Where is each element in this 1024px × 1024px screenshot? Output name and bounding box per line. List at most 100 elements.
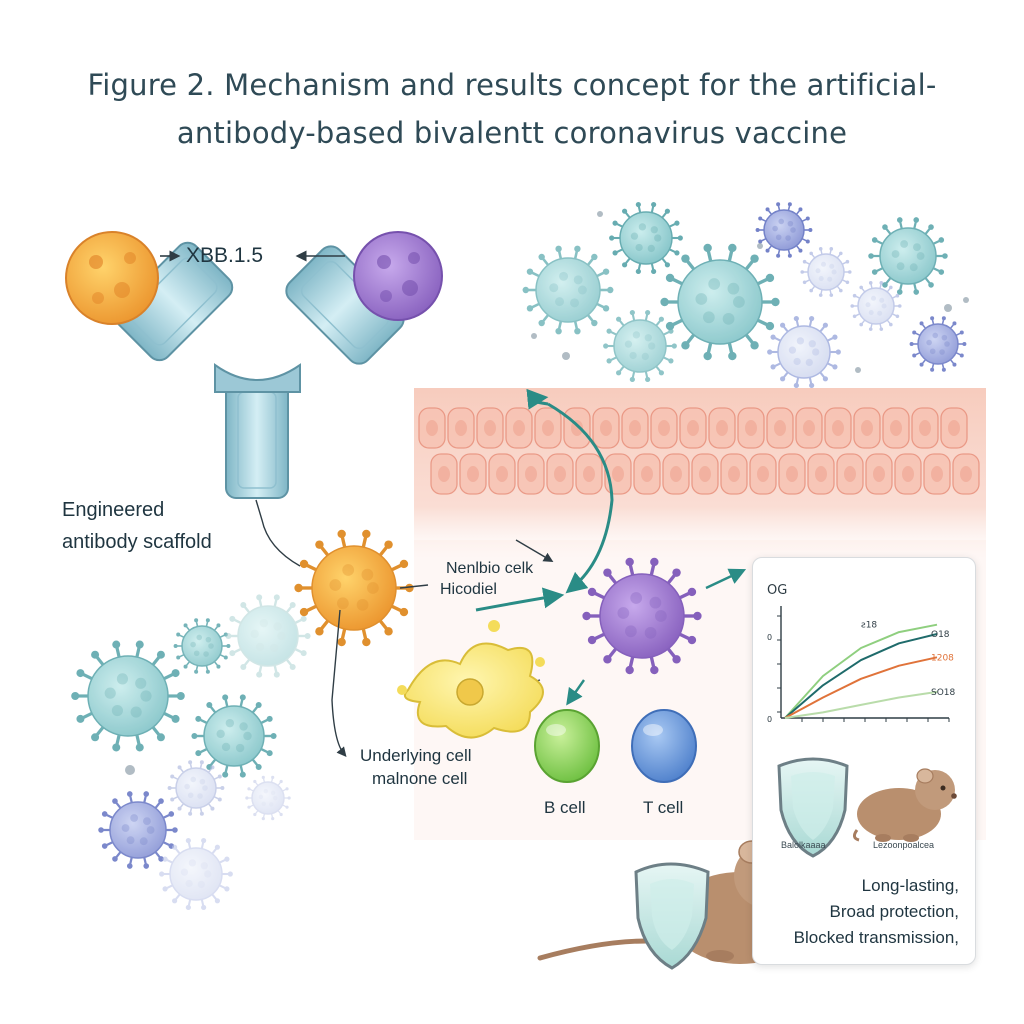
cell-nucleus	[757, 466, 769, 482]
series-label-3: SO18	[931, 688, 956, 698]
virus-particle	[609, 201, 683, 275]
cell-nucleus	[670, 466, 682, 482]
figure-title-line-2: antibody-based bivalentt coronavirus vac…	[176, 116, 848, 150]
cell-nucleus	[699, 466, 711, 482]
small-shield-icon	[777, 757, 849, 858]
underlying-cell-label-line-2: malnone cell	[372, 769, 468, 788]
virus-particle	[159, 837, 233, 911]
signaling-arrows	[475, 388, 747, 706]
cell-nucleus	[496, 466, 508, 482]
variant-label: XBB.1.5	[186, 244, 264, 267]
cell-nucleus	[728, 466, 740, 482]
epithelium-layer	[414, 388, 986, 558]
particle-speck	[963, 297, 969, 303]
particle-speck	[757, 243, 763, 249]
series-line-1	[784, 633, 938, 719]
cell-nucleus	[774, 420, 786, 436]
cell-nucleus	[554, 466, 566, 482]
t-cell	[631, 709, 697, 783]
orange-rbd-antigen	[65, 231, 159, 325]
purple-virus	[582, 557, 702, 675]
cell-nucleus	[803, 420, 815, 436]
cell-nucleus	[426, 420, 438, 436]
particle-speck	[125, 765, 135, 775]
series-line-2	[784, 656, 938, 719]
virus-particle	[660, 243, 780, 361]
cell-nucleus	[716, 420, 728, 436]
orange-virus	[294, 529, 414, 647]
virus-particle	[173, 618, 231, 674]
cell-nucleus	[629, 420, 641, 436]
cell-nucleus	[919, 420, 931, 436]
cell-nucleus	[525, 466, 537, 482]
cell-nucleus	[467, 466, 479, 482]
particle-speck	[531, 333, 537, 339]
engineered-antibody	[65, 231, 443, 499]
cell-nucleus	[786, 466, 798, 482]
b-cell-label: B cell	[544, 798, 586, 817]
virus-particle	[603, 309, 677, 383]
cell-nucleus	[815, 466, 827, 482]
virus-particle	[850, 281, 902, 331]
series-label-2: 1208	[931, 653, 954, 663]
animal-caption: Lezoonpoalcea	[873, 840, 935, 850]
cell-nucleus	[641, 466, 653, 482]
scaffold-leader-line	[255, 499, 301, 567]
series-label-0: ƨ18	[861, 621, 877, 631]
antibody-hinge	[214, 363, 301, 393]
cell-nucleus	[861, 420, 873, 436]
cell-nucleus	[438, 466, 450, 482]
y-tick-label: 0	[767, 633, 772, 642]
series-label-1: O18	[931, 630, 950, 640]
virus-particle	[191, 694, 277, 778]
particle-speck	[597, 211, 603, 217]
virus-particle	[245, 775, 291, 821]
cell-nucleus	[600, 420, 612, 436]
cell-nucleus	[484, 420, 496, 436]
b-cell	[534, 709, 600, 783]
cell-nucleus	[583, 466, 595, 482]
outcome-1: Long-lasting,	[861, 876, 959, 895]
cell-nucleus	[960, 466, 972, 482]
cell-label-leader	[399, 584, 429, 589]
purple-rbd-antigen	[353, 231, 443, 321]
virus-particle	[800, 247, 852, 297]
antibody-stem	[225, 379, 289, 499]
cell-nucleus	[658, 420, 670, 436]
scaffold-label-line-2: antibody scaffold	[62, 531, 212, 553]
t-cell-label: T cell	[643, 798, 684, 817]
cell-nucleus	[832, 420, 844, 436]
underlying-cell-leader	[331, 609, 347, 758]
cell-nucleus	[513, 420, 525, 436]
cell-label-line-2: Hicodiel	[440, 581, 497, 598]
virus-particle	[767, 315, 841, 389]
cell-nucleus	[687, 420, 699, 436]
outcome-3: Blocked transmission,	[793, 928, 959, 947]
cell-nucleus	[873, 466, 885, 482]
underlying-cell-label-line-1: Underlying cell	[360, 746, 472, 765]
cell-nucleus	[455, 420, 467, 436]
cell-nucleus	[612, 466, 624, 482]
shield-caption: Balolkaaaa	[781, 840, 826, 850]
cell-nucleus	[890, 420, 902, 436]
virus-particle	[755, 202, 813, 258]
y-tick-label: 0	[767, 715, 772, 724]
cell-label-line-1: Nenlbio celk	[446, 560, 534, 577]
cell-nucleus	[948, 420, 960, 436]
chart-series	[784, 623, 938, 719]
virus-particle	[71, 640, 185, 752]
small-mouse-icon	[852, 768, 957, 842]
chart-axes: 00	[767, 606, 950, 724]
antigen-presenting-cell	[397, 620, 545, 739]
outcome-2: Broad protection,	[829, 902, 959, 921]
particle-speck	[855, 367, 861, 373]
scaffold-label-line-1: Engineered	[62, 499, 165, 521]
cell-nucleus	[745, 420, 757, 436]
particle-speck	[944, 304, 952, 312]
series-line-3	[784, 690, 938, 719]
particle-speck	[562, 352, 570, 360]
